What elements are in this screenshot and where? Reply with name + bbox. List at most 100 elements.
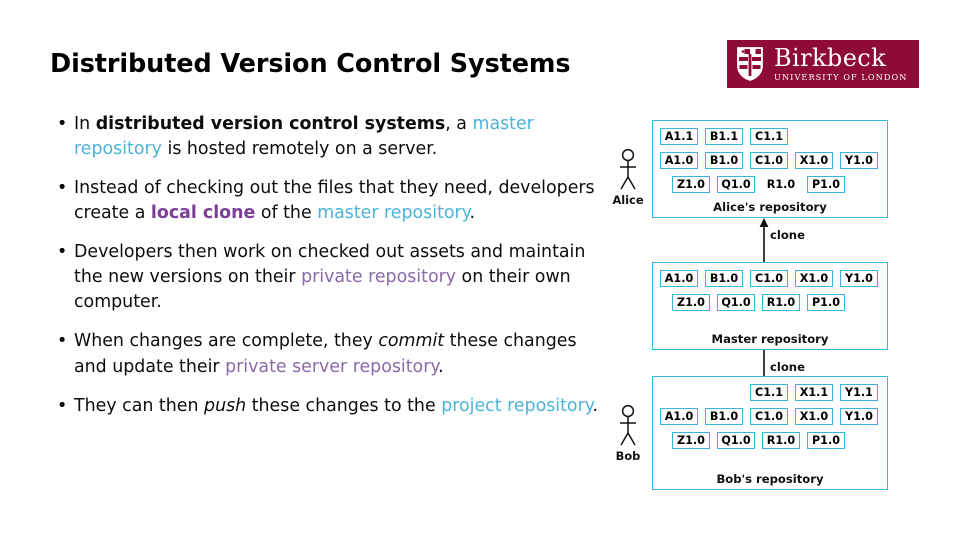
bullet-segment: . — [469, 203, 476, 224]
bullet-marker-icon: • — [57, 114, 68, 134]
repository-caption: Bob's repository — [716, 472, 824, 486]
version-box: A1.0 — [660, 152, 698, 169]
version-box: X1.0 — [795, 152, 833, 169]
bullet-text: In distributed version control systems, … — [74, 112, 608, 162]
bullet-segment: , a — [445, 114, 473, 134]
bullet-segment: these changes and update their — [74, 331, 577, 377]
logo-name: Birkbeck — [774, 44, 887, 73]
bullet-item: • When changes are complete, they commit … — [52, 329, 608, 379]
bullet-marker-icon: • — [57, 395, 68, 416]
version-box: X1.0 — [795, 408, 833, 425]
bullet-segment: master repository — [74, 114, 534, 160]
version-box: X1.0 — [795, 270, 833, 287]
bullet-list: • In distributed version control systems,… — [52, 112, 608, 433]
bullet-segment: is hosted remotely on a server. — [161, 139, 438, 160]
version-box: Q1.0 — [717, 432, 755, 449]
dvcs-diagram: Alice Bob clone clone — [606, 118, 906, 500]
bullet-text: When changes are complete, they commit t… — [74, 329, 608, 379]
bullet-item: • In distributed version control systems,… — [52, 112, 608, 162]
version-box: C1.1 — [750, 384, 788, 401]
bullet-segment: master repository — [317, 203, 470, 224]
bullet-segment: . — [592, 395, 599, 416]
version-box: R1.0 — [762, 294, 800, 311]
bullet-segment: of the — [255, 203, 318, 224]
version-box: A1.0 — [660, 270, 698, 287]
bullet-item: • Instead of checking out the files that … — [52, 176, 608, 226]
bullet-segment: local clone — [150, 203, 256, 224]
bullet-segment: commit — [378, 331, 445, 352]
bullet-marker-icon: • — [57, 178, 68, 199]
version-box: C1.1 — [750, 128, 788, 145]
version-box: Z1.0 — [672, 294, 710, 311]
version-box: Z1.0 — [672, 432, 710, 449]
repository-row: Z1.0 Q1.0 R1.0 P1.0 — [653, 430, 887, 451]
bullet-segment: . — [438, 356, 444, 377]
bullet-item: •Developers then work on checked out ass… — [52, 240, 608, 315]
stick-figure-person-icon — [620, 148, 636, 190]
version-box: B1.0 — [705, 270, 743, 287]
version-box: P1.0 — [807, 294, 845, 311]
bullet-item: • They can then push these changes to the… — [52, 394, 608, 419]
bullet-segment: private repository — [301, 267, 457, 288]
birkbeck-logo: Birkbeck UNIVERSITY OF LONDON — [727, 40, 919, 88]
version-box: C1.0 — [750, 270, 788, 287]
arrow-up-icon — [759, 218, 769, 262]
version-box: Y1.1 — [840, 384, 878, 401]
repository-caption: Master repository — [711, 332, 829, 346]
version-box: R1.0 — [762, 176, 800, 193]
bullet-segment: push — [204, 395, 247, 416]
bullet-segment: Developers then work on checked out asse… — [74, 242, 586, 288]
birkbeck-shield-crest-icon — [735, 45, 765, 83]
bullet-segment: They can then — [74, 395, 205, 416]
version-box: P1.0 — [807, 176, 845, 193]
logo-wordmark: Birkbeck UNIVERSITY OF LONDON — [774, 46, 907, 81]
bullet-segment: private server repository — [225, 356, 439, 377]
clone-arrow-up-label: clone — [770, 228, 805, 242]
version-box: B1.0 — [705, 152, 743, 169]
version-box: B1.0 — [705, 408, 743, 425]
version-box: R1.0 — [762, 432, 800, 449]
version-box: Q1.0 — [717, 294, 755, 311]
repository-caption: Alice's repository — [713, 200, 827, 214]
bullet-segment: In — [74, 114, 96, 134]
bullet-segment: these changes to the — [246, 395, 442, 416]
bullet-text: Developers then work on checked out asse… — [74, 240, 608, 315]
repository-row: Z1.0 Q1.0 R1.0 P1.0 — [653, 174, 887, 195]
bullet-text: They can then push these changes to the … — [74, 394, 608, 419]
repository-row: A1.0 B1.0 C1.0 X1.0 Y1.0 — [653, 268, 887, 289]
person-bob: Bob — [608, 404, 648, 463]
person-alice-label: Alice — [612, 193, 644, 207]
version-box: C1.0 — [750, 408, 788, 425]
bullet-segment: When changes are complete, they — [74, 331, 379, 352]
version-box: X1.1 — [795, 384, 833, 401]
stick-figure-person-icon — [620, 404, 636, 446]
bullet-text: Instead of checking out the files that t… — [74, 176, 608, 226]
person-alice: Alice — [608, 148, 648, 207]
clone-arrow-up: clone — [756, 218, 866, 262]
version-box: Y1.0 — [840, 270, 878, 287]
version-box: Q1.0 — [717, 176, 755, 193]
version-box: P1.0 — [807, 432, 845, 449]
person-bob-label: Bob — [615, 449, 641, 463]
repository-row: Z1.0 Q1.0 R1.0 P1.0 — [653, 292, 887, 313]
repository-row: C1.1 X1.1 Y1.1 — [653, 382, 887, 403]
version-box: Y1.0 — [840, 152, 878, 169]
version-box: Z1.0 — [672, 176, 710, 193]
bullet-segment: on their own computer. — [74, 267, 571, 313]
bullet-segment: Instead of checking out the files that t… — [74, 178, 595, 224]
clone-arrow-down-label: clone — [770, 360, 805, 374]
version-box: Y1.0 — [840, 408, 878, 425]
bullet-marker-icon: • — [57, 331, 68, 352]
version-box: A1.1 — [660, 128, 698, 145]
bullet-segment: distributed version control systems — [95, 114, 446, 134]
